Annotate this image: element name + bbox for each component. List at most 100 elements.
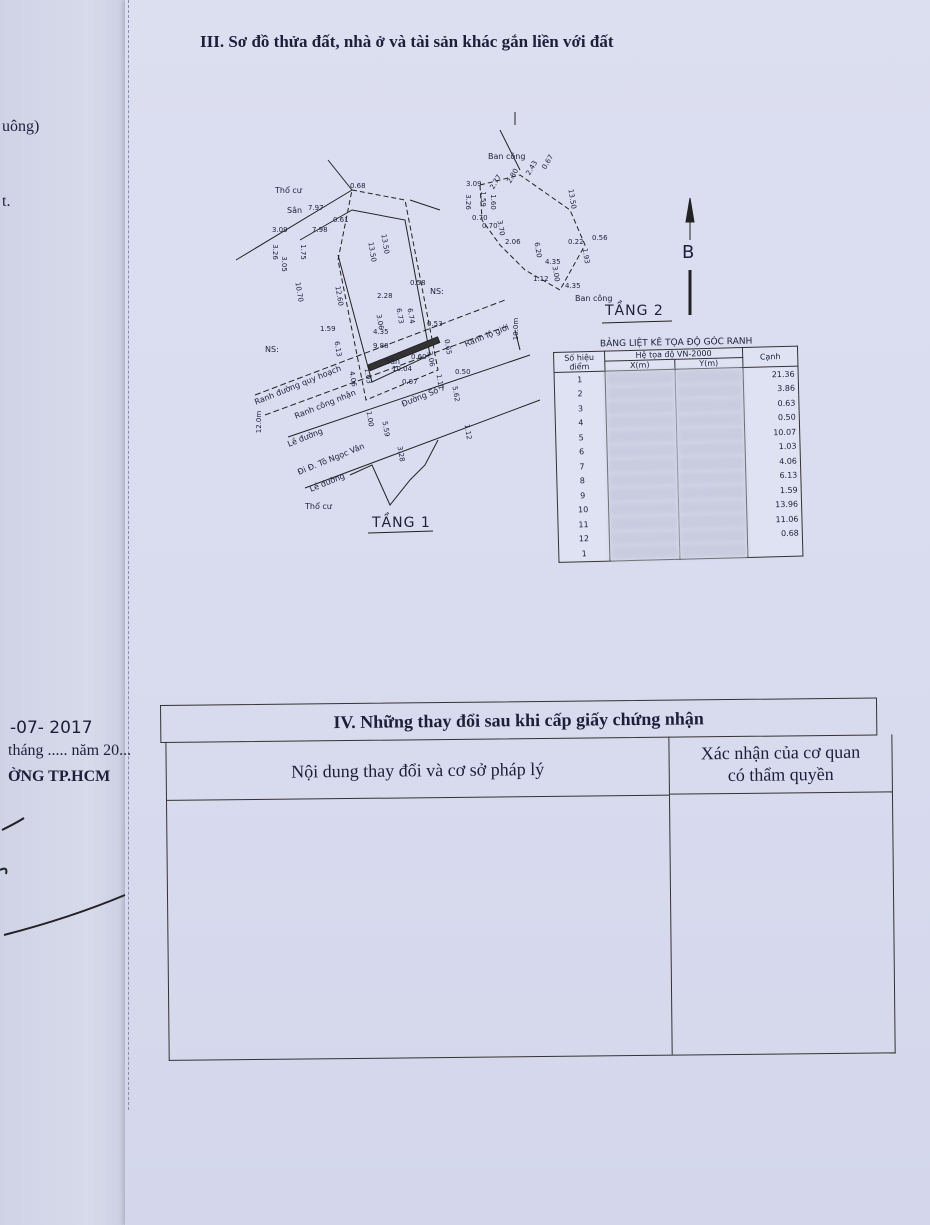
f1-san-mid: Sân [385, 357, 401, 366]
coord-canh: 1.59 [746, 482, 802, 499]
coord-canh: 3.86 [743, 381, 799, 398]
coord-canh: 0.50 [744, 410, 800, 427]
floor1-house [299, 209, 431, 383]
dim: 0.07 [402, 378, 418, 386]
dim: 4.35 [545, 258, 561, 266]
left-fragment-line2: t. [2, 193, 11, 210]
dim: 1.12 [533, 275, 549, 283]
dim: 0.68 [350, 182, 366, 190]
f1-san-top: Sân [287, 206, 303, 215]
noi-dung-cell [167, 795, 673, 1060]
dim: 3.05 [279, 256, 288, 272]
le-duong-line-1 [287, 354, 531, 438]
coord-canh: 4.06 [745, 453, 801, 470]
dim: 0.53 [427, 320, 443, 328]
coord-canh: 13.96 [746, 497, 802, 513]
f1-width-10m: 10.0m [512, 317, 521, 341]
section-3-title: III. Sơ đồ thửa đất, nhà ở và tài sản kh… [200, 32, 614, 51]
ranh-lo-gioi-line [264, 324, 511, 416]
dim: 1.60 [488, 194, 497, 210]
dim: 3.26 [463, 194, 472, 210]
coord-canh: 1.03 [744, 439, 801, 456]
coord-canh: 0.68 [747, 526, 803, 542]
section-4-table: IV. Những thay đổi sau khi cấp giấy chứn… [160, 697, 896, 1065]
floor1-left-edge [235, 189, 353, 261]
f2-ban-cong-bottom: Ban công [575, 294, 613, 303]
coord-point: 1 [558, 545, 610, 562]
f1-ns-right: NS: [430, 287, 444, 296]
le-duong-line-2 [304, 399, 541, 489]
document-page [125, 0, 930, 1225]
coord-canh: 10.07 [744, 424, 800, 441]
coord-canh: 0.63 [743, 395, 800, 412]
floor1-hatched-strip [367, 336, 441, 372]
th-canh: Cạnh [742, 346, 798, 368]
coord-point: 8 [556, 473, 609, 489]
dim: 1.75 [298, 244, 307, 260]
land-plan-diagram [235, 112, 695, 534]
dim: 0.60 [411, 353, 427, 361]
coord-point: 3 [554, 400, 607, 417]
dim: 1.59 [320, 325, 336, 333]
coord-canh: 21.36 [742, 366, 799, 383]
coord-point: 1 [554, 371, 606, 388]
col-header-xac-nhan-line1: Xác nhận của cơ quan [700, 741, 861, 764]
coord-point: 10 [557, 502, 609, 518]
coord-point: 12 [558, 531, 610, 547]
dim: 0.70 [472, 214, 488, 222]
dim: 7.98 [312, 226, 328, 234]
left-fragment-line1: uông) [2, 118, 40, 135]
dim: 0.70 [482, 222, 498, 230]
dim: 4.35 [373, 328, 389, 336]
north-arrow-label: B [682, 242, 695, 263]
dim: 0.58 [410, 279, 426, 287]
dim: 0.50 [455, 368, 471, 376]
floor2-outline [479, 174, 586, 291]
dim: 0.61 [333, 216, 349, 224]
dim: 0.56 [592, 234, 608, 242]
north-arrow-icon [685, 197, 695, 223]
f1-width-12m: 12.0m [255, 410, 264, 434]
coord-canh: 6.13 [745, 468, 802, 484]
coord-point: 5 [555, 429, 607, 446]
left-fragment-date-line: tháng ..... năm 20... [8, 742, 132, 759]
f2-ban-cong-top: Ban công [488, 152, 526, 161]
col-header-xac-nhan-line2: có thẩm quyền [727, 763, 834, 786]
left-fragment-date: -07- 2017 [10, 718, 93, 738]
signature-stroke [0, 817, 126, 936]
road-bottom-notch [349, 439, 439, 506]
page-fold-line [128, 0, 129, 1110]
dim: 2.06 [505, 238, 521, 246]
dim: 9.88 [373, 342, 389, 350]
coord-point: 9 [557, 487, 609, 504]
coord-y-redacted [679, 541, 748, 559]
floor1-title: TẦNG 1 [372, 515, 431, 531]
dim: 3.09 [272, 226, 288, 234]
floor2-title: TẦNG 2 [605, 303, 664, 319]
floor1-lot-outline [337, 189, 439, 401]
col-header-xac-nhan: Xác nhận của cơ quan có thẩm quyền [669, 734, 892, 795]
f1-tho-cu-bottom: Thổ cư [305, 502, 332, 511]
dim: 0.22 [568, 238, 584, 246]
dim: 3.26 [270, 244, 279, 260]
coord-canh [747, 540, 803, 557]
dim: 2.28 [377, 292, 393, 300]
f1-tho-cu-top: Thổ cư [275, 186, 302, 195]
coord-point: 7 [556, 458, 608, 475]
dim: 10.04 [392, 365, 413, 373]
coord-x-redacted [609, 543, 680, 561]
coord-point: 11 [557, 516, 610, 533]
dim: 4.35 [565, 282, 581, 290]
coord-point: 2 [554, 386, 606, 402]
dim: 3.09 [466, 180, 482, 188]
dim: 7.97 [308, 204, 324, 212]
xac-nhan-cell [670, 793, 895, 1054]
coord-canh: 11.06 [746, 511, 803, 528]
coord-point: 6 [555, 444, 608, 460]
left-fragment-org: ỜNG TP.HCM [8, 768, 111, 785]
col-header-noi-dung: Nội dung thay đổi và cơ sở pháp lý [166, 736, 670, 801]
f1-ns-left: NS: [265, 345, 279, 354]
section-4-grid: Nội dung thay đổi và cơ sở pháp lý Xác n… [165, 734, 896, 1061]
